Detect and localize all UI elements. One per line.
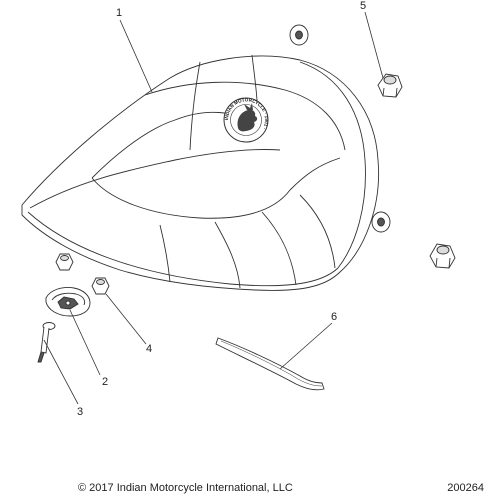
leader-line-1 <box>119 19 153 93</box>
figure-number: 200264 <box>447 482 484 494</box>
callout-2: 2 <box>102 376 108 388</box>
leader-line-4 <box>105 293 147 345</box>
small-nut-right[interactable] <box>91 277 110 295</box>
callout-1: 1 <box>116 7 122 19</box>
copyright-notice: © 2017 Indian Motorcycle International, … <box>78 482 293 494</box>
indian-head-icon <box>237 109 258 132</box>
callout-3: 3 <box>77 406 83 418</box>
callout-5: 5 <box>360 0 366 12</box>
seat-stitch-9 <box>214 221 241 289</box>
grommet-lower[interactable] <box>371 211 391 233</box>
seat-stitch-5 <box>189 61 201 151</box>
nut-lower[interactable] <box>429 243 456 269</box>
seat-lip <box>27 211 339 287</box>
leader-line-3 <box>43 339 79 405</box>
seat-stitch-2 <box>144 81 346 151</box>
leader-line-6 <box>279 322 333 370</box>
leader-line-2 <box>69 309 101 376</box>
nut-upper[interactable] <box>377 73 403 98</box>
leader-lines <box>43 11 384 405</box>
seat-stitch-10 <box>261 211 297 286</box>
seat-stitch-7 <box>289 157 341 191</box>
leader-line-5 <box>364 11 384 79</box>
small-nut-left[interactable] <box>55 253 74 271</box>
seat-stitch-4 <box>91 177 291 219</box>
grommet-upper[interactable] <box>289 24 309 46</box>
rivet[interactable] <box>37 322 56 363</box>
indian-logo-badge: INDIAN MOTORCYCLE · 1901 · <box>223 97 269 143</box>
seat-stitch-8 <box>159 224 171 283</box>
trim-strap[interactable] <box>215 337 325 391</box>
seat-side-edge <box>299 61 366 269</box>
seat-stitch-11 <box>299 194 336 269</box>
callout-4: 4 <box>146 343 152 355</box>
mounting-bracket[interactable] <box>45 287 91 317</box>
callout-6: 6 <box>331 311 337 323</box>
seat-part[interactable] <box>21 54 380 291</box>
seat-stitch-1 <box>29 149 281 209</box>
seat-outline <box>21 55 380 291</box>
